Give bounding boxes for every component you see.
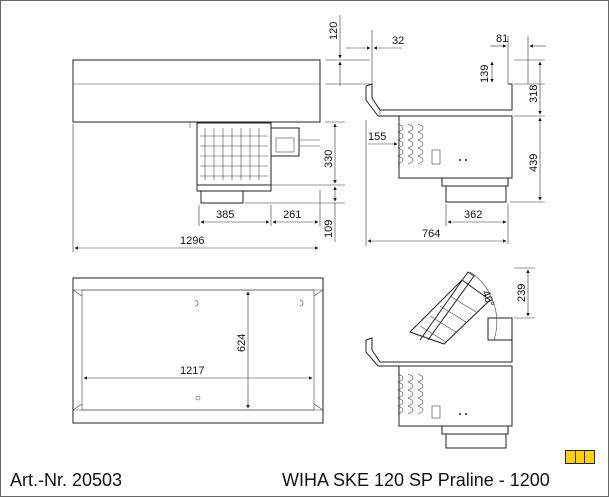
dim-1217: 1217 bbox=[180, 365, 204, 377]
top-view: 624 1217 bbox=[72, 277, 324, 424]
dim-318: 318 bbox=[528, 85, 540, 103]
dim-32: 32 bbox=[392, 35, 404, 47]
side-view: 32 81 139 318 439 155 bbox=[346, 30, 546, 246]
dim-764: 764 bbox=[422, 228, 440, 240]
dim-624: 624 bbox=[236, 334, 248, 352]
badge-segment-3 bbox=[585, 451, 595, 463]
article-number: Art.-Nr. 20503 bbox=[10, 470, 123, 490]
side-view-open: 40° 239 bbox=[365, 267, 535, 449]
product-title: WIHA SKE 120 SP Praline - 1200 bbox=[282, 470, 550, 490]
dim-120: 120 bbox=[328, 22, 340, 40]
badge-segment-1 bbox=[566, 451, 575, 463]
dim-239: 239 bbox=[516, 284, 528, 302]
energy-badge bbox=[565, 450, 595, 464]
dim-330: 330 bbox=[323, 150, 335, 168]
dim-261: 261 bbox=[283, 209, 301, 221]
badge-segment-2 bbox=[575, 451, 585, 463]
dim-439: 439 bbox=[528, 154, 540, 172]
dim-40deg: 40° bbox=[479, 289, 496, 309]
dim-1296: 1296 bbox=[180, 235, 204, 247]
dim-155: 155 bbox=[368, 131, 386, 143]
dim-139: 139 bbox=[479, 65, 491, 83]
front-view: 330 109 385 261 1296 120 bbox=[72, 15, 370, 252]
dim-385: 385 bbox=[216, 209, 234, 221]
dim-81: 81 bbox=[496, 33, 508, 45]
dim-362: 362 bbox=[464, 209, 482, 221]
dim-109: 109 bbox=[323, 220, 335, 238]
